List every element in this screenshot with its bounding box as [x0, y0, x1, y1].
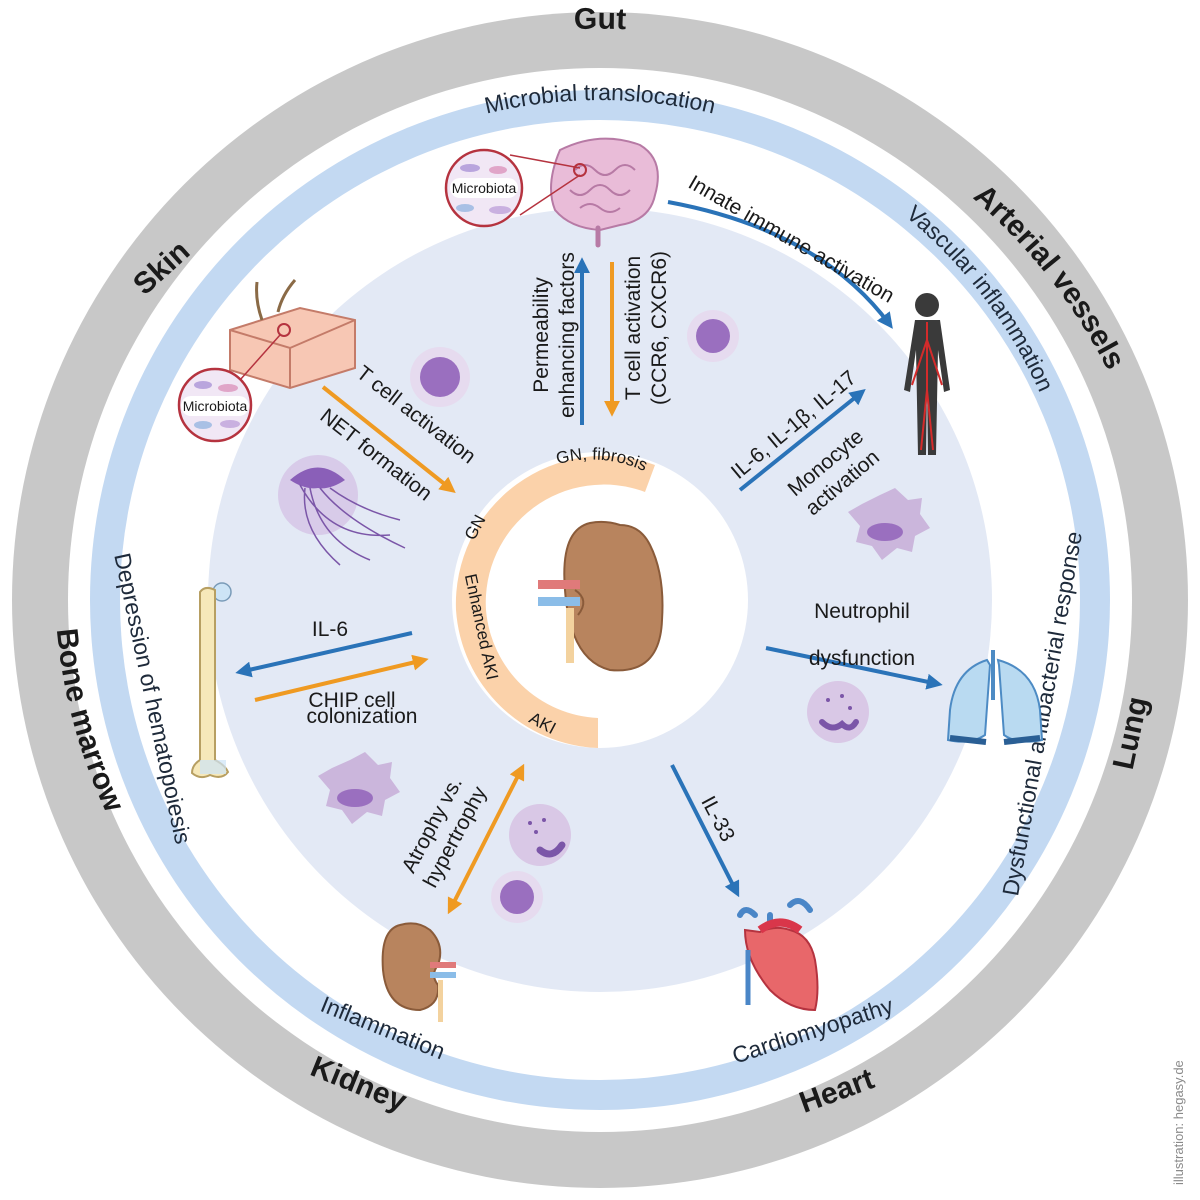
label-tcell-ccr6-line1: T cell activation [622, 256, 645, 400]
microbiota-label-skin: Microbiota [183, 398, 248, 414]
label-permeability-line1: Permeability [530, 277, 553, 393]
neutrophil-cell-icon [807, 681, 869, 743]
lung-icon [946, 650, 1044, 745]
cell-icon [491, 871, 543, 923]
human-body-icon [904, 293, 950, 455]
heart-icon [737, 898, 819, 1012]
microbiota-icon: Microbiota [177, 367, 253, 443]
cell-icon [410, 347, 470, 407]
monocyte-cell-icon [848, 488, 930, 560]
organ-label-gut: Gut [574, 3, 627, 37]
illustration-credit: illustration: hegasy.de [1171, 1060, 1186, 1185]
kidney-icon [381, 922, 456, 1022]
arrow-chip [254, 654, 429, 702]
center-kidney-icon [538, 520, 664, 672]
label-neutrophil-line1: Neutrophil [814, 600, 910, 623]
label-neutrophil-line2: dysfunction [809, 647, 915, 670]
microbiota-icon: Microbiota [444, 148, 587, 228]
label-chip-line2: colonization [307, 705, 418, 728]
skin-icon [229, 279, 356, 390]
arrow-neutrophil [765, 646, 943, 690]
label-permeability-line2: enhancing factors [556, 252, 579, 418]
kidney-outcome-arc [455, 455, 655, 748]
arrow-il33 [670, 764, 740, 898]
arrow-atrophy [447, 763, 525, 915]
label-tcell-ccr6-line2: (CCR6, CXCR6) [648, 251, 671, 405]
label-il6: IL-6 [312, 618, 348, 641]
cell-icon [687, 310, 739, 362]
femur-bone-icon [190, 582, 232, 779]
jellyfish-net-icon [278, 455, 406, 566]
microbiota-label-gut: Microbiota [452, 180, 517, 196]
monocyte-cell-icon [318, 752, 400, 824]
gut-icon [550, 137, 659, 248]
neutrophil-cell-icon [509, 804, 571, 866]
arrow-skin-tcell [321, 385, 456, 493]
arrow-innate-immune [667, 200, 893, 329]
arrow-il-cytokines [738, 388, 866, 492]
arrow-il6 [235, 631, 413, 678]
label-chip-line1: CHIP cell [308, 689, 395, 712]
